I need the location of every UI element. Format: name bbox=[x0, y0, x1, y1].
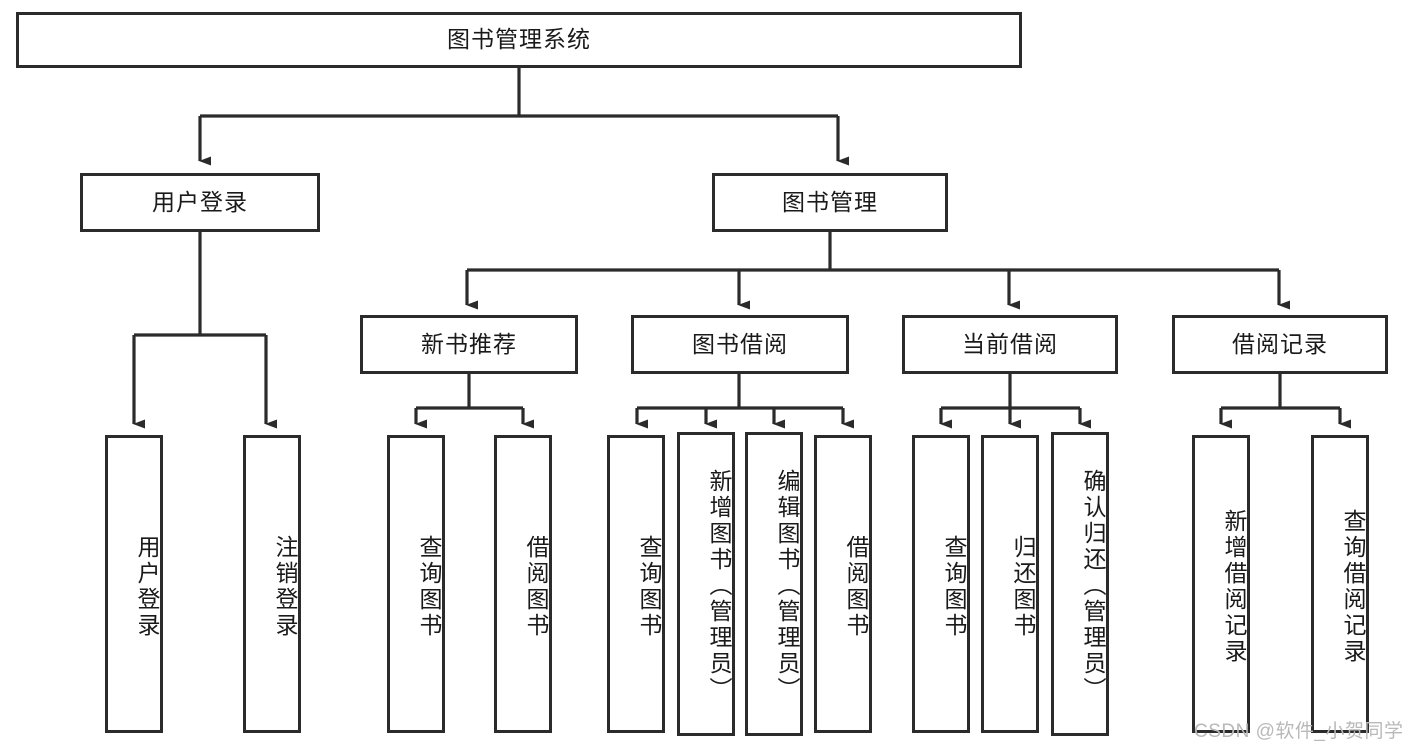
node-leaf-query-book-current[interactable]: 查询图书 bbox=[912, 435, 970, 733]
watermark: CSDN @软件_小贺同学 bbox=[1194, 721, 1404, 742]
node-leaf-query-book-rec-label: 查询图书 bbox=[416, 535, 442, 639]
node-leaf-borrow-book-rec-label: 借阅图书 bbox=[523, 535, 549, 639]
node-book-manage[interactable]: 图书管理 bbox=[712, 173, 948, 232]
node-leaf-logout-label: 注销登录 bbox=[272, 535, 298, 639]
node-leaf-return-book[interactable]: 归还图书 bbox=[981, 435, 1039, 733]
node-book-borrow-label: 图书借阅 bbox=[692, 330, 788, 357]
node-leaf-add-book-admin[interactable]: 新增图书（管理员） bbox=[677, 432, 735, 736]
node-user-login-label: 用户登录 bbox=[152, 188, 248, 215]
node-new-book-recommend-label: 新书推荐 bbox=[421, 330, 517, 357]
node-leaf-borrow-book[interactable]: 借阅图书 bbox=[814, 435, 872, 733]
node-leaf-query-borrow-record-label: 查询借阅记录 bbox=[1340, 509, 1366, 665]
node-leaf-borrow-book-rec[interactable]: 借阅图书 bbox=[494, 435, 552, 733]
node-leaf-user-login[interactable]: 用户登录 bbox=[105, 435, 163, 733]
node-borrow-record-label: 借阅记录 bbox=[1232, 330, 1328, 357]
node-leaf-edit-book-admin-label: 编辑图书（管理员） bbox=[774, 469, 800, 703]
node-leaf-query-book-rec[interactable]: 查询图书 bbox=[387, 435, 445, 733]
node-current-borrow-label: 当前借阅 bbox=[962, 330, 1058, 357]
node-leaf-confirm-return-admin-label: 确认归还（管理员） bbox=[1080, 469, 1106, 703]
node-leaf-edit-book-admin[interactable]: 编辑图书（管理员） bbox=[745, 432, 803, 736]
node-leaf-query-book-current-label: 查询图书 bbox=[941, 535, 967, 639]
node-leaf-borrow-book-label: 借阅图书 bbox=[843, 535, 869, 639]
node-leaf-return-book-label: 归还图书 bbox=[1010, 535, 1036, 639]
node-leaf-user-login-label: 用户登录 bbox=[134, 535, 160, 639]
node-current-borrow[interactable]: 当前借阅 bbox=[902, 315, 1118, 374]
node-book-borrow[interactable]: 图书借阅 bbox=[631, 315, 849, 374]
node-book-manage-label: 图书管理 bbox=[782, 188, 878, 215]
node-leaf-add-borrow-record[interactable]: 新增借阅记录 bbox=[1192, 435, 1250, 733]
node-leaf-query-book-borrow-label: 查询图书 bbox=[636, 535, 662, 639]
node-borrow-record[interactable]: 借阅记录 bbox=[1172, 315, 1388, 374]
node-root-label: 图书管理系统 bbox=[447, 26, 591, 53]
node-leaf-query-book-borrow[interactable]: 查询图书 bbox=[607, 435, 665, 733]
node-user-login[interactable]: 用户登录 bbox=[80, 173, 320, 232]
node-leaf-add-book-admin-label: 新增图书（管理员） bbox=[706, 469, 732, 703]
node-leaf-query-borrow-record[interactable]: 查询借阅记录 bbox=[1311, 435, 1369, 733]
node-leaf-logout[interactable]: 注销登录 bbox=[243, 435, 301, 733]
node-leaf-add-borrow-record-label: 新增借阅记录 bbox=[1221, 509, 1247, 665]
node-root[interactable]: 图书管理系统 bbox=[16, 12, 1022, 68]
node-leaf-confirm-return-admin[interactable]: 确认归还（管理员） bbox=[1051, 432, 1109, 736]
node-new-book-recommend[interactable]: 新书推荐 bbox=[360, 315, 578, 374]
